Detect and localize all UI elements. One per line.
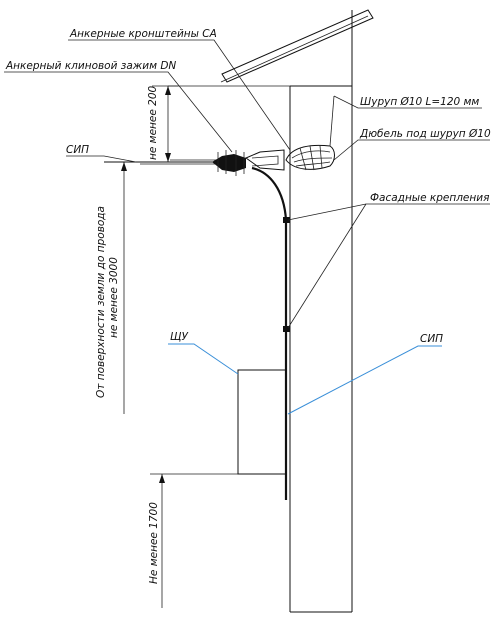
dimension-1700	[150, 473, 240, 608]
dimension-3000-line2: не менее 3000	[108, 257, 120, 338]
dimension-3000-line1: От поверхности земли до провода	[95, 206, 107, 398]
label-dowel: Дюбель под шуруп Ø10	[359, 128, 491, 140]
sip-incoming-wire	[104, 159, 220, 165]
label-anchor-brackets: Анкерные кронштейны СА	[69, 28, 217, 40]
label-anchor-clamp: Анкерный клиновой зажим DN	[5, 60, 176, 72]
dimension-200-label: не менее 200	[147, 85, 159, 160]
facade-mount-upper	[283, 217, 290, 223]
label-panel: ЩУ	[170, 331, 188, 343]
sip-down-wire	[251, 166, 288, 500]
anchor-wedge-clamp	[212, 149, 285, 176]
distribution-panel	[237, 369, 287, 475]
label-sip-right: СИП	[420, 333, 443, 345]
label-screw: Шуруп Ø10 L=120 мм	[360, 96, 479, 108]
building-wall	[289, 10, 353, 613]
anchor-bracket	[285, 144, 335, 171]
roof	[220, 9, 374, 83]
facade-mount-lower	[283, 326, 290, 332]
label-facade-mounts: Фасадные крепления	[370, 192, 489, 204]
leader-lines	[4, 39, 490, 415]
dimension-1700-label: Не менее 1700	[148, 502, 160, 584]
label-sip-left: СИП	[66, 144, 89, 156]
